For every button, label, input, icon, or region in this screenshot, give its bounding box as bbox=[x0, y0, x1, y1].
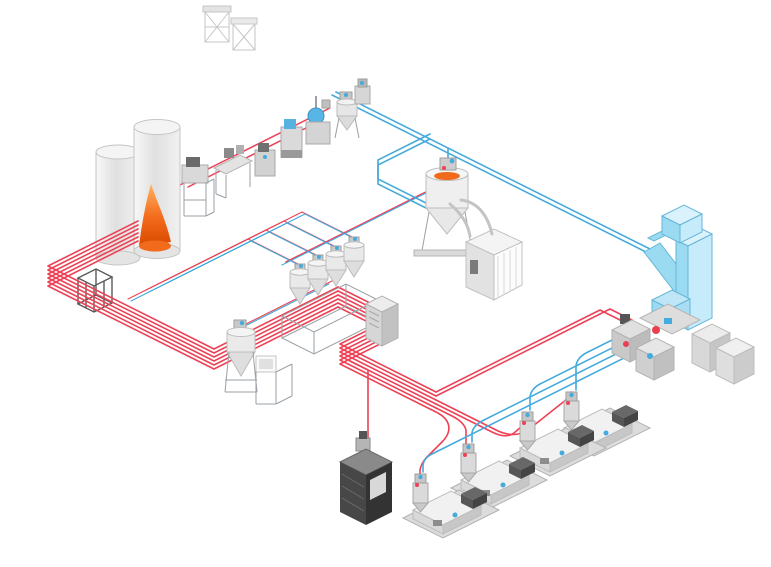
overhead-frame-a bbox=[202, 5, 232, 43]
hopper-station bbox=[280, 236, 400, 355]
station-hopper-4 bbox=[343, 236, 365, 278]
station-hopper-1 bbox=[289, 263, 311, 305]
support-frame-unit bbox=[255, 355, 293, 405]
loader-unit-blue bbox=[280, 119, 303, 158]
overhead-frame-b bbox=[230, 17, 258, 51]
station-hopper-3 bbox=[325, 245, 347, 287]
mini-receiver bbox=[354, 78, 371, 105]
honeycomb-dryer bbox=[464, 228, 524, 301]
material-discharge-flame bbox=[139, 184, 171, 252]
filling-line-tower bbox=[638, 204, 714, 335]
outfeed-box-b bbox=[714, 337, 756, 385]
main-drying-hopper bbox=[413, 157, 481, 257]
compact-unit bbox=[254, 143, 276, 177]
single-drying-hopper bbox=[224, 319, 258, 393]
vacuum-pump-station bbox=[305, 96, 331, 145]
auxiliary-machine-right bbox=[634, 337, 676, 381]
discharge-rack bbox=[76, 268, 114, 313]
dryer-hoses bbox=[448, 198, 494, 238]
prep-table bbox=[212, 145, 254, 199]
station-control-cabinet bbox=[364, 295, 400, 347]
dosing-frame bbox=[181, 157, 215, 217]
central-granulator bbox=[338, 431, 394, 525]
blue-pipes-main bbox=[130, 91, 669, 473]
mini-drying-hopper bbox=[334, 91, 360, 139]
station-feed-blue bbox=[130, 189, 433, 328]
equipment-chain bbox=[181, 78, 371, 217]
station-hopper-2 bbox=[307, 254, 329, 296]
